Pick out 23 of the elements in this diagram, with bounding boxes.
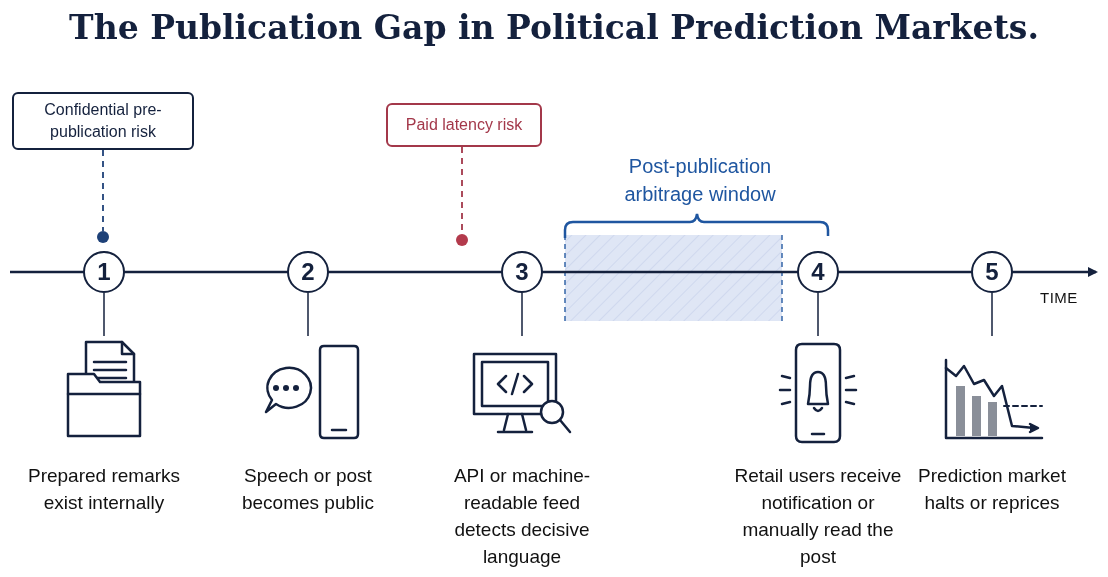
step-circle: 1 bbox=[83, 251, 125, 293]
leader-line bbox=[991, 292, 993, 337]
leader-line bbox=[102, 149, 104, 232]
step-circle: 5 bbox=[971, 251, 1013, 293]
title: The Publication Gap in Political Prediction Markets. bbox=[68, 8, 1040, 47]
step-circle: 2 bbox=[287, 251, 329, 293]
leader-line bbox=[817, 292, 819, 337]
marker-dot bbox=[97, 231, 109, 243]
callout-box: Confidential pre-publication risk bbox=[12, 92, 194, 150]
marker-dot bbox=[456, 234, 468, 246]
window-label: Post-publication arbitrage window bbox=[623, 154, 777, 207]
axis-label: TIME bbox=[1040, 289, 1078, 306]
leader-line bbox=[307, 292, 309, 337]
step-caption: Prediction market halts or reprices bbox=[917, 464, 1067, 515]
step-circle: 4 bbox=[797, 251, 839, 293]
leader-line bbox=[103, 292, 105, 337]
step-circle: 3 bbox=[501, 251, 543, 293]
step-caption: Speech or post becomes public bbox=[241, 464, 375, 515]
leader-line bbox=[521, 292, 523, 337]
step-caption: Retail users receive notification or manually read the post bbox=[733, 464, 903, 569]
step-caption: Prepared remarks exist internally bbox=[26, 464, 182, 515]
step-caption: API or machine-readable feed detects decisive language bbox=[452, 464, 592, 569]
callout-box: Paid latency risk bbox=[386, 103, 542, 147]
